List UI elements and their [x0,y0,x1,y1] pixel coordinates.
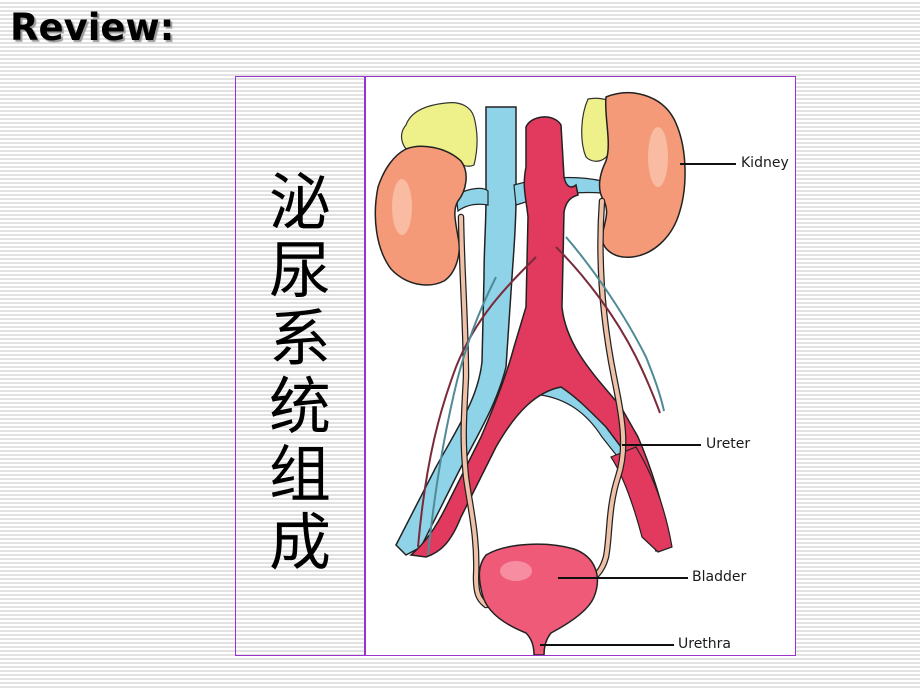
vertical-heading: 泌 尿 系 统 组 成 [236,169,364,577]
heading-char: 泌 [268,166,331,239]
heading-char: 尿 [268,234,331,307]
right-ureter-fill [582,199,626,585]
heading-char: 成 [268,506,331,579]
right-kidney [598,92,686,258]
vertical-heading-box: 泌 尿 系 统 组 成 [235,76,365,656]
left-ureter-fill [459,215,488,607]
bladder [478,543,599,655]
anatomy-figure: Kidney Ureter Bladder Urethra [365,76,796,656]
right-iliac-artery [610,446,673,553]
right-gonadal-vessel-2 [565,236,665,412]
label-urethra: Urethra [678,636,732,652]
left-gonadal-vessel-2 [427,276,497,556]
slide-title: Review: [10,6,175,49]
label-ureter: Ureter [706,436,751,452]
heading-char: 组 [268,438,331,511]
label-bladder: Bladder [692,569,747,585]
left-kidney [374,145,467,286]
heading-char: 系 [268,302,331,375]
label-kidney: Kidney [741,155,789,171]
right-gonadal-vessel [555,246,661,414]
left-gonadal-vessel [417,256,537,548]
heading-char: 统 [268,370,331,443]
urinary-system-illustration [374,92,736,655]
left-renal-vein [455,187,489,213]
